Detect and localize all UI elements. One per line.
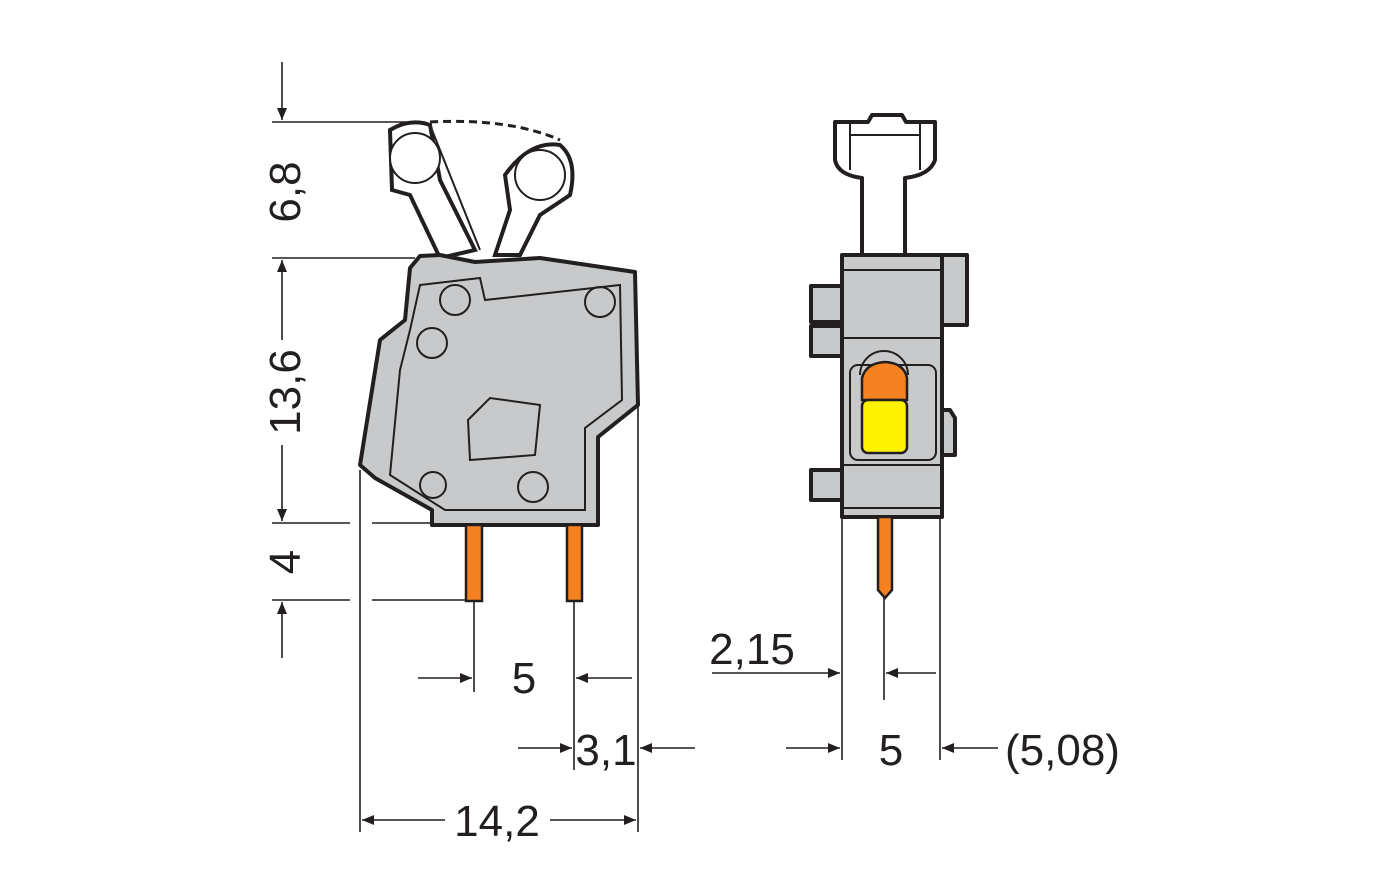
housing-front bbox=[358, 253, 640, 527]
dim-pin-length: 4 bbox=[261, 550, 310, 574]
actuator-yellow bbox=[860, 398, 909, 455]
side-view bbox=[809, 113, 969, 600]
actuator-orange bbox=[860, 360, 909, 402]
dim-pitch-side: 5 bbox=[879, 726, 903, 775]
side-dimensions: 2,15 5 (5,08) bbox=[709, 517, 1120, 775]
dim-body-height: 13,6 bbox=[261, 349, 310, 435]
pin-1 bbox=[464, 523, 484, 603]
pin-side bbox=[876, 515, 894, 600]
dim-pin-pitch-front: 5 bbox=[512, 654, 536, 703]
dim-pitch-alt: (5,08) bbox=[1005, 726, 1120, 775]
dim-pin-to-edge: 3,1 bbox=[575, 726, 636, 775]
front-view bbox=[358, 119, 640, 603]
dim-pin-offset-side: 2,15 bbox=[709, 625, 795, 674]
dim-lever-height: 6,8 bbox=[261, 161, 310, 222]
dim-overall-width: 14,2 bbox=[454, 797, 540, 846]
front-dimensions: 6,8 13,6 4 5 3,1 14,2 bbox=[261, 62, 695, 846]
lever-open bbox=[387, 119, 575, 261]
pin-2 bbox=[565, 523, 584, 603]
